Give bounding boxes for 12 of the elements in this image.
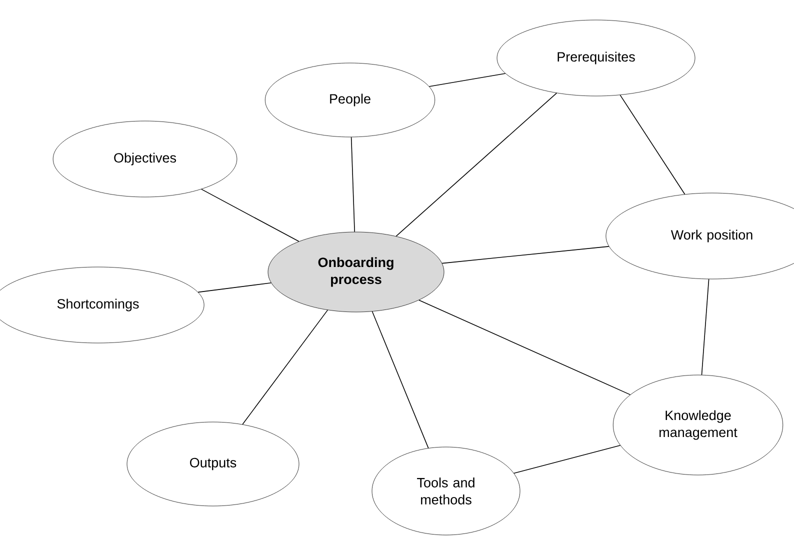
connector-line <box>372 311 429 448</box>
connector-line <box>242 310 328 425</box>
connector-line <box>198 282 272 293</box>
connector-line <box>620 94 686 195</box>
connector-line <box>701 278 710 376</box>
connector-line <box>428 73 506 87</box>
connector-line <box>418 300 631 396</box>
connector-line <box>442 246 610 264</box>
connector-line <box>396 92 558 237</box>
connector-line <box>350 136 355 232</box>
connector-line <box>514 444 621 474</box>
connector-line <box>201 188 300 242</box>
